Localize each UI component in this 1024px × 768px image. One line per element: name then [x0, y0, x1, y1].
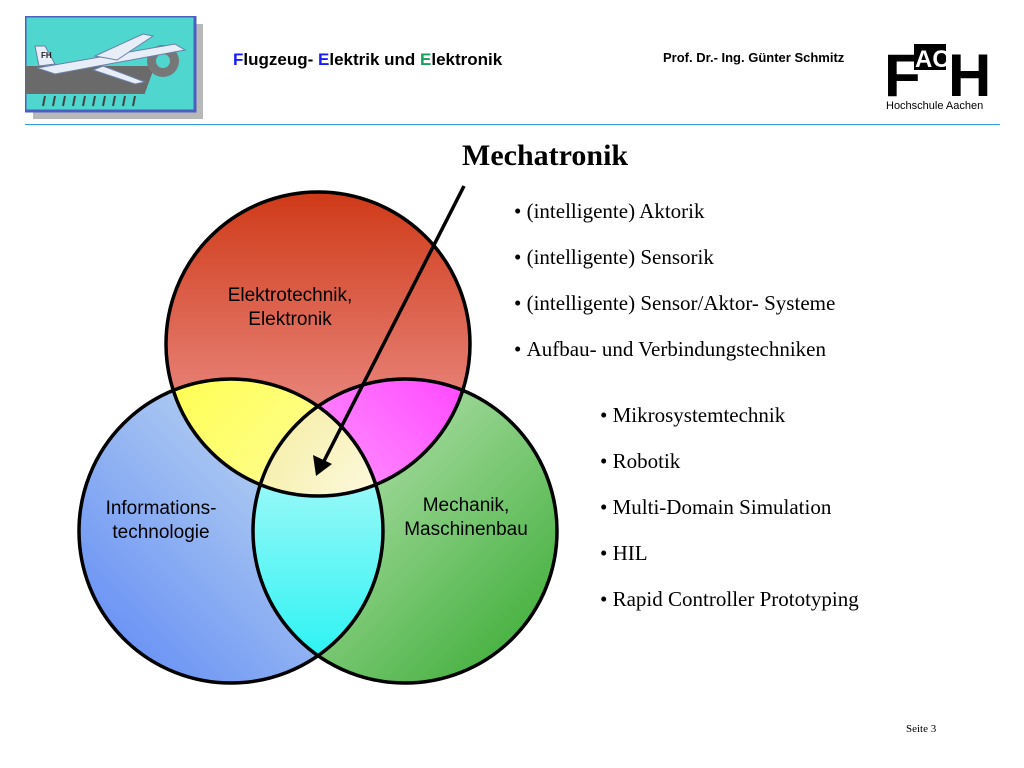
bullet-item: Aufbau- und Verbindungstechniken [514, 336, 835, 382]
fh-letter-h: H [948, 42, 991, 100]
header-title: Flugzeug- Elektrik und Elektronik [233, 50, 502, 70]
bullet-list-bottom: Mikrosystemtechnik Robotik Multi-Domain … [600, 402, 859, 632]
bullet-item: Robotik [600, 448, 859, 494]
fh-letters-ac: AC [915, 46, 950, 73]
label-informationstechnologie: Informations- technologie [86, 497, 236, 545]
airplane-chip-logo: FH [14, 14, 203, 119]
label-information-line1: Informations- [105, 498, 217, 519]
title-initial-f: F [233, 50, 244, 69]
circle-outline-left [77, 377, 385, 685]
heading-mechatronik: Mechatronik [462, 139, 629, 172]
fh-logo-caption: Hochschule Aachen [886, 100, 984, 112]
circle-outline-right [251, 377, 559, 685]
label-mechanik-line1: Mechanik, [422, 495, 510, 516]
header-divider [25, 124, 1000, 125]
circle-outline-top [164, 190, 472, 498]
bullet-item: (intelligente) Sensor/Aktor- Systeme [514, 290, 836, 336]
label-mechanik: Mechanik, Maschinenbau [391, 494, 541, 542]
bullet-item: HIL [600, 540, 859, 586]
fh-ac-box [914, 44, 946, 70]
bullet-list-top: (intelligente) Aktorik (intelligente) Se… [514, 198, 836, 382]
bullet-item: Mikrosystemtechnik [600, 402, 859, 448]
label-elektrotechnik-line1: Elektrotechnik, [227, 285, 353, 306]
title-part-1: lugzeug- [243, 50, 318, 69]
bullet-item: Multi-Domain Simulation [600, 494, 859, 540]
title-part-3: lektrik und [329, 50, 421, 69]
label-mechanik-line2: Maschinenbau [404, 519, 528, 540]
title-part-5: lektronik [431, 50, 503, 69]
author-name: Prof. Dr.- Ing. Günter Schmitz [663, 50, 845, 65]
bullet-item: Rapid Controller Prototyping [600, 586, 859, 632]
fh-aachen-logo: F AC H [884, 42, 994, 114]
title-initial-e2: E [420, 50, 432, 69]
bullet-item: (intelligente) Aktorik [514, 198, 835, 244]
svg-text:FH: FH [41, 51, 52, 60]
title-initial-e1: E [318, 50, 330, 69]
bullet-item: (intelligente) Sensorik [514, 244, 835, 290]
page-number: Seite 3 [906, 723, 937, 735]
arrow-to-center [313, 185, 466, 476]
label-elektrotechnik-line2: Elektronik [248, 309, 332, 330]
label-information-line2: technologie [112, 522, 210, 543]
label-elektrotechnik: Elektrotechnik, Elektronik [205, 284, 375, 332]
